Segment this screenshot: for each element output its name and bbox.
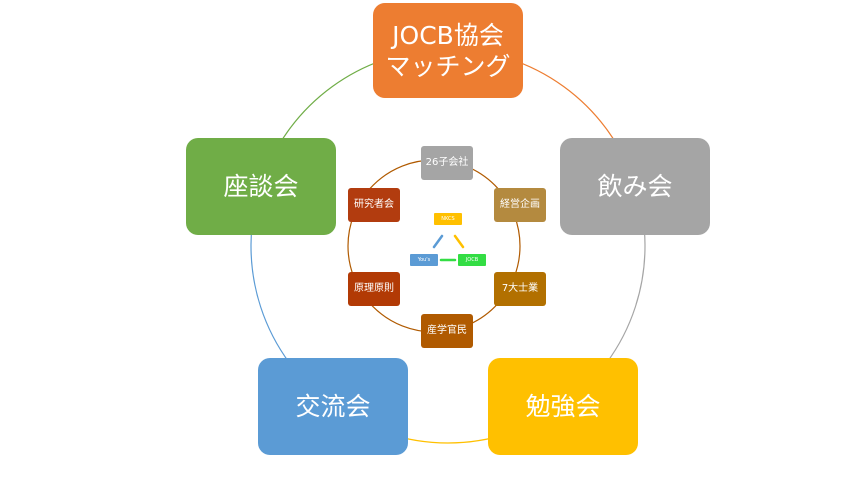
core-arrow — [453, 234, 465, 249]
node-seven-professions[interactable]: 7大士業 — [494, 272, 546, 306]
node-principles-label: 原理原則 — [354, 283, 394, 294]
core-arrows — [432, 234, 465, 262]
node-management-planning[interactable]: 経営企画 — [494, 188, 546, 222]
node-benkyokai[interactable]: 勉強会 — [488, 358, 638, 455]
node-industry-academia[interactable]: 産学官民 — [421, 314, 473, 348]
node-jocb-matching-line1: JOCB協会 — [392, 20, 504, 50]
node-zadankai[interactable]: 座談会 — [186, 138, 336, 235]
node-principles[interactable]: 原理原則 — [348, 272, 400, 306]
node-seven-professions-label: 7大士業 — [501, 283, 539, 294]
node-26-companies-label: 26子会社 — [425, 157, 469, 168]
node-jocb-matching-line2: マッチング — [385, 51, 511, 81]
node-researchers-label: 研究者会 — [354, 199, 394, 210]
node-jocb-core[interactable]: JOCB — [458, 254, 486, 266]
node-researchers[interactable]: 研究者会 — [348, 188, 400, 222]
node-26-companies[interactable]: 26子会社 — [421, 146, 473, 180]
node-management-planning-label: 経営企画 — [500, 199, 540, 210]
node-nomikai[interactable]: 飲み会 — [560, 138, 710, 235]
node-industry-academia-label: 産学官民 — [427, 325, 467, 336]
node-nkcs[interactable]: NKCS — [434, 213, 462, 225]
node-zadankai-label: 座談会 — [223, 172, 299, 201]
node-benkyokai-label: 勉強会 — [525, 392, 601, 421]
node-koryukai-label: 交流会 — [295, 392, 371, 421]
node-nomikai-label: 飲み会 — [597, 172, 673, 201]
node-nkcs-label: NKCS — [441, 216, 455, 222]
node-jocb-matching[interactable]: JOCB協会 マッチング — [373, 3, 523, 98]
node-yous[interactable]: You's — [410, 254, 438, 266]
node-koryukai[interactable]: 交流会 — [258, 358, 408, 455]
node-jocb-core-label: JOCB — [465, 257, 479, 263]
node-yous-label: You's — [417, 257, 431, 263]
core-arrow — [432, 234, 444, 249]
